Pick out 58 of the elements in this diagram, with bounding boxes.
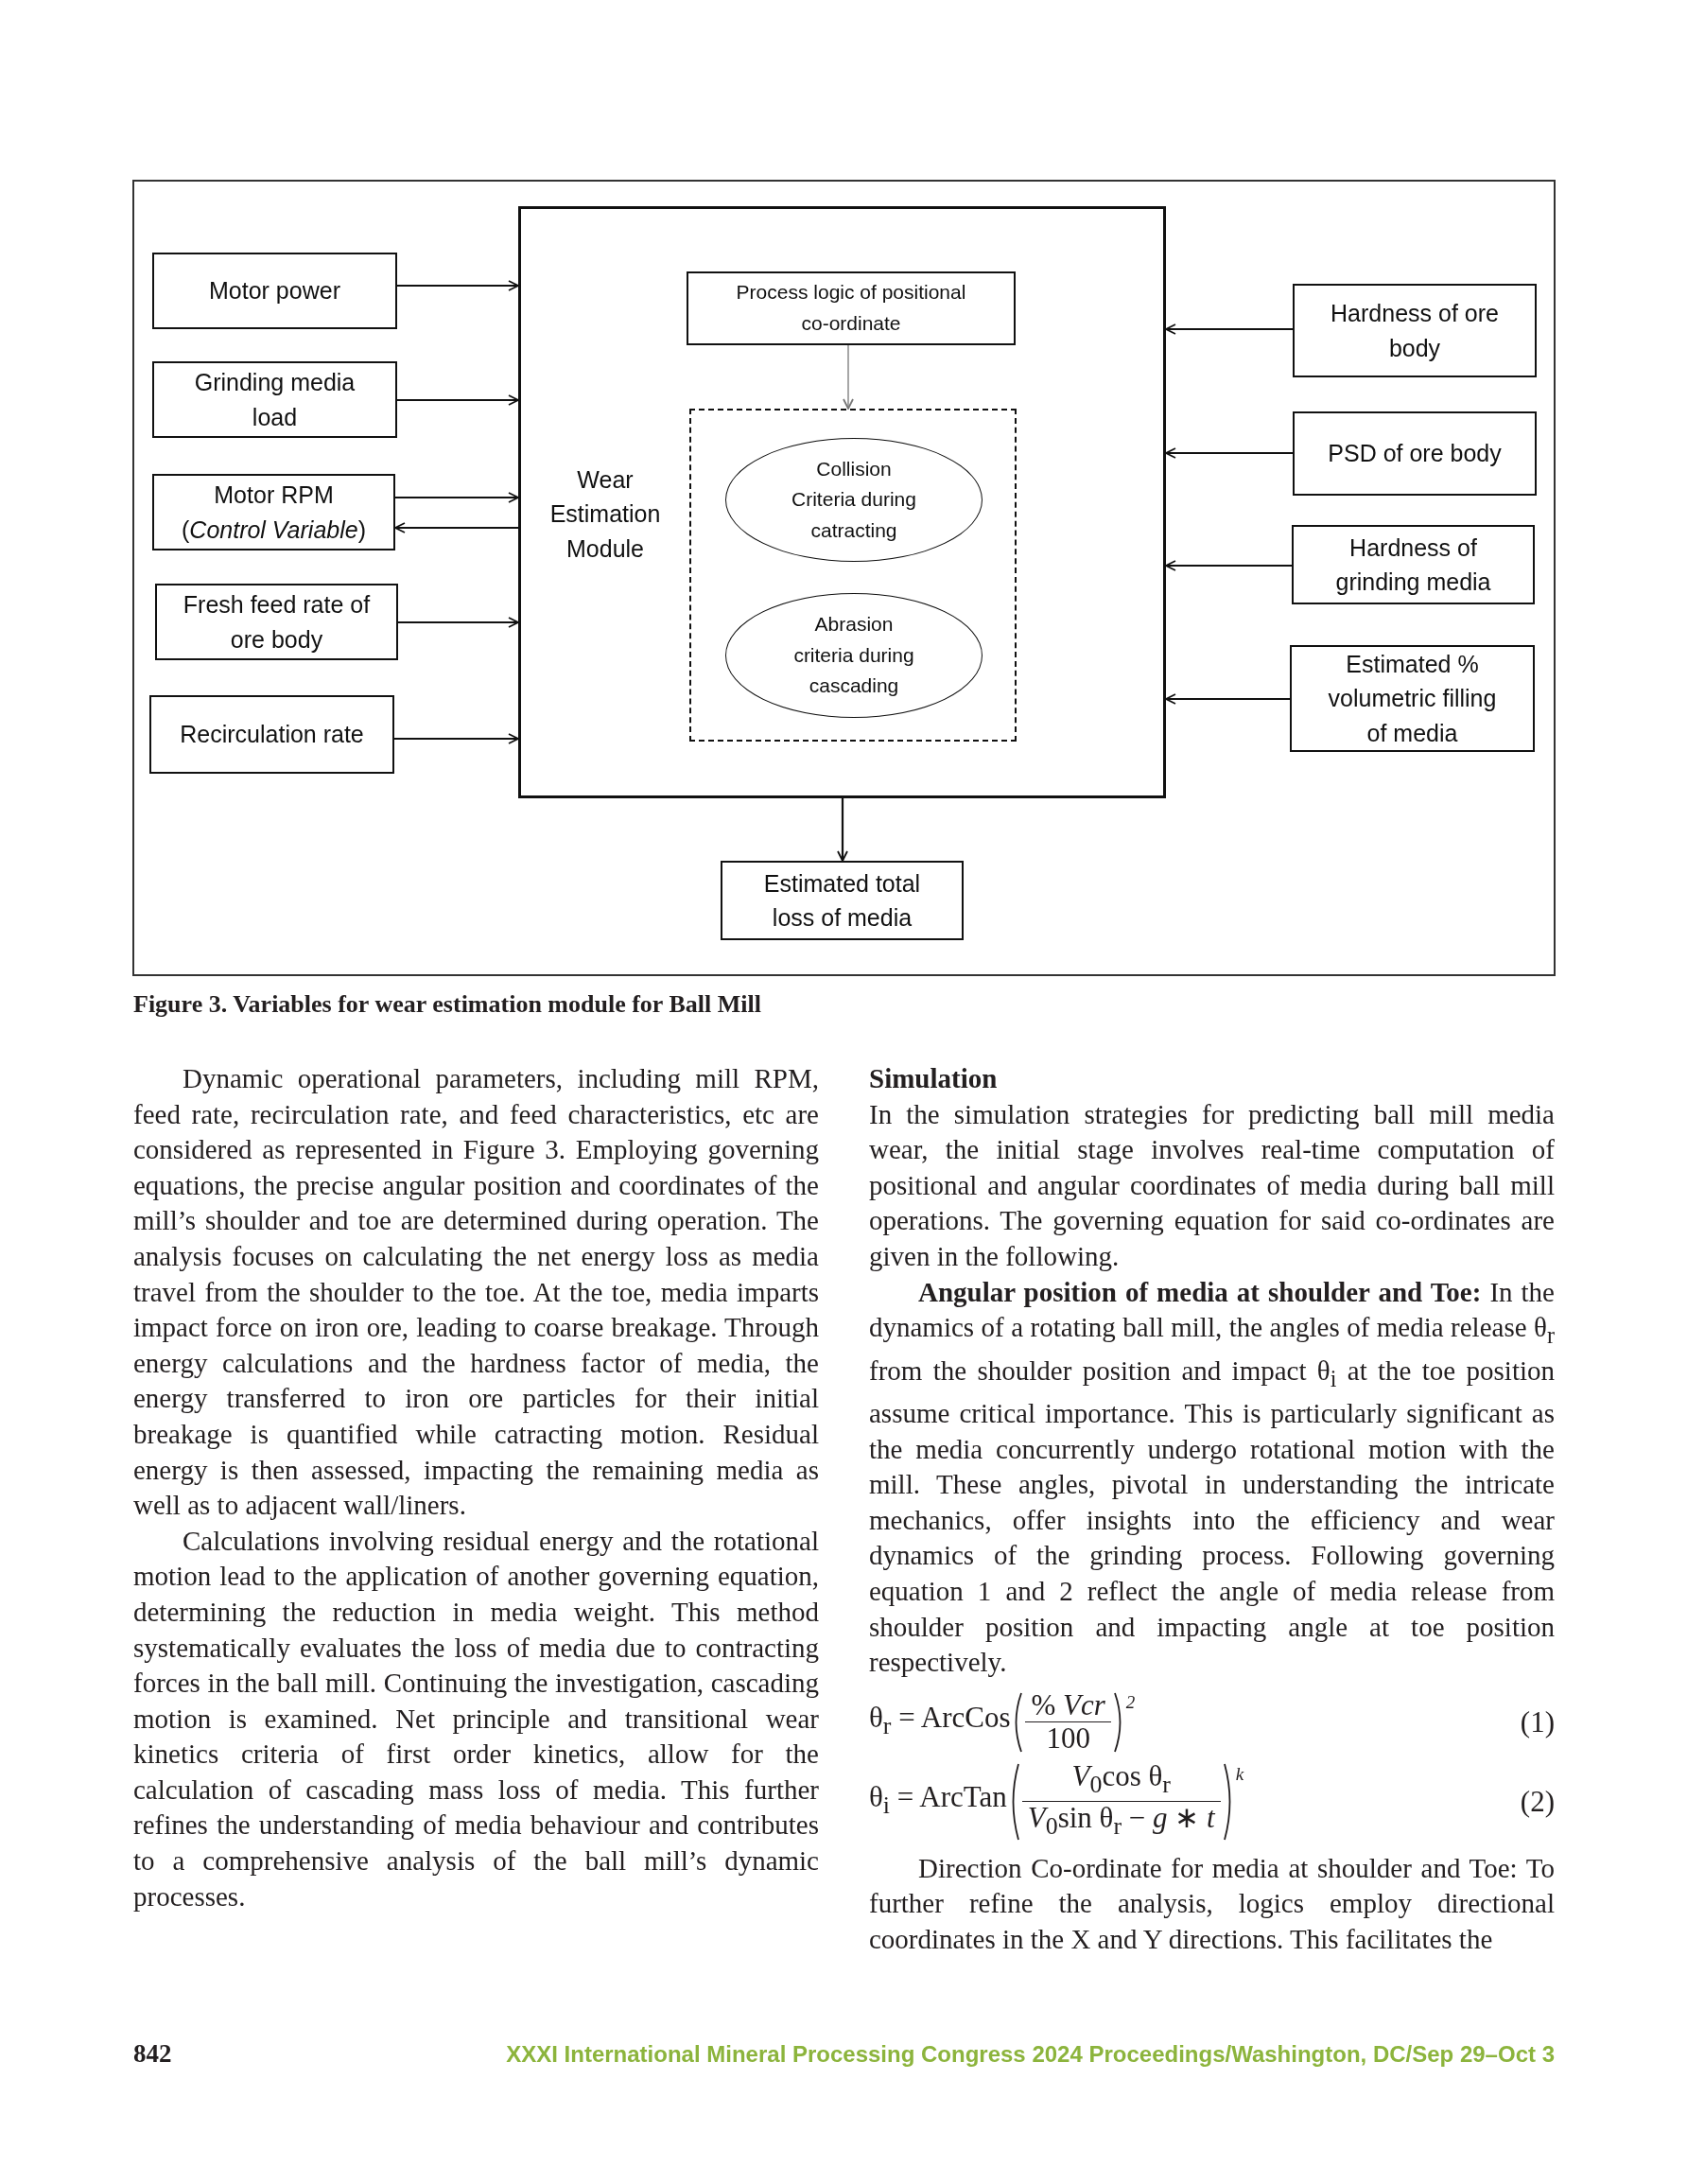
box-label: Fresh feed rate of ore body [182,590,372,655]
fraction-denominator: 100 [1045,1722,1091,1756]
box-label: Process logic of positional co-ordinate [735,280,967,336]
variable-box [1293,284,1537,377]
box-label: Abrasion criteria during cascading [792,612,915,699]
dashed-group-box [689,409,1017,742]
equation-term: θ$_{r}$ = ArcCos [869,1700,1011,1742]
box-label: Collision Criteria during catracting [791,456,917,543]
page-number: 842 [133,2039,172,2069]
box-label: PSD of ore body [1328,439,1502,469]
body-paragraph: In the simulation strategies for predicting ball mill media wear, the initial stage involves real-time computation of positional and angular coordinates of media during ball mill operations. The governing equation for said co-ordinates are given in the following. [869,1097,1555,1273]
module-box [518,206,1166,798]
process-box [687,271,1016,345]
box-label: Recirculation rate [180,720,364,750]
arrow [843,344,854,410]
box-label: Grinding media load [193,368,357,432]
variable-box [152,361,397,438]
section-heading: Simulation [869,1062,999,1095]
box-label: Estimated % volumetric filling of media [1327,650,1498,748]
body-paragraph: Angular position of media at shoulder and Toe: In the dynamics of a rotating ball mill, the angles of media release θ$_{r}$ from the shoulder position and impact θ$_{i}$ at the toe position assume critical importance. This is particularly significant as the media concurrently undergo rotational motion with the mill. These angles, pivotal in understanding the intricate mechanics, offer insights into the efficiency and wear dynamics of the grinding process. Following governing equation 1 and 2 reflect the angle of media release from shoulder position and impacting angle at toe position respectively. [869,1275,1555,1680]
box-label: Estimated total loss of media [762,868,922,933]
equation-number: (2) [1520,1783,1555,1820]
box-label: Wear Estimation Module [548,465,662,564]
exponent: 2 [1125,1690,1136,1714]
variable-box [155,584,398,660]
figure-caption: Figure 3. Variables for wear estimation module for Ball Mill [133,990,761,1019]
variable-box [1293,411,1537,496]
fraction-denominator: V$_{0}$sin θ$_{r}$ − g ∗ t [1026,1802,1216,1843]
fraction-numerator: % Vcr [1030,1688,1106,1721]
body-paragraph: Calculations involving residual energy and the rotational motion lead to the application of another governing equation, determining the reduction in media weight. This method systematically evaluates the loss of media due to contracting forces in the ball mill. Continuing the investigation, cascading motion is examined. Net principle and transitional wear kinetics criteria of first order kinetics, allow for the calculation of cascading mass loss of media. This further refines the understanding of media behaviour and contributes to a comprehensive analysis of the ball mill’s dynamic processes. [133,1524,819,1913]
arrow [1165,323,1293,335]
arrow [1165,560,1292,571]
variable-box [721,861,964,940]
arrow [1165,693,1290,705]
arrow [397,280,519,291]
variable-box [152,253,397,329]
box-label: Hardness of grinding media [1334,533,1492,597]
fraction-numerator: V$_{0}$cos θ$_{r}$ [1070,1759,1172,1800]
body-paragraph: Direction Co-ordinate for media at shoulder and Toe: To further refine the analysis, logics employ directional coordinates in the X and Y directions. This facilitates the [869,1851,1555,1956]
equation-number: (1) [1520,1704,1555,1740]
arrow [394,522,518,533]
box-label: Hardness of ore body [1330,299,1500,363]
variable-box [1290,645,1535,752]
variable-box [149,695,394,774]
equation-term: θ$_{i}$ = ArcTan [869,1779,1007,1822]
arrow [397,394,519,406]
box-label: Motor RPM (Control Variable) [181,480,367,545]
variable-box [1292,525,1535,604]
exponent: k [1235,1762,1244,1786]
arrow [1165,447,1293,459]
arrow [394,733,519,744]
arrow [398,617,519,628]
arrow [395,492,519,503]
variable-box [152,474,395,550]
running-footer: XXXI International Mineral Processing Congress 2024 Proceedings/Washington, DC/Sep 29–Oct 3 [506,2041,1555,2068]
body-paragraph: Dynamic operational parameters, including mill RPM, feed rate, recirculation rate, and feed characteristics, etc are considered as represented in Figure 3. Employing governing equations, the precise angular position and coordinates of the mill’s shoulder and toe are determined during operation. The analysis focuses on calculating the net energy loss as media travel from the shoulder to the toe. At the toe, media imparts impact force on iron ore, leading to coarse breakage. Through energy calculations and the hardness factor of media, the energy transferred to iron ore particles for their initial breakage is quantified while catracting motion. Residual energy is then assessed, impacting the remaining media as well as to adjacent wall/liners. [133,1062,819,1523]
arrow [837,798,848,862]
box-label: Motor power [209,276,340,306]
